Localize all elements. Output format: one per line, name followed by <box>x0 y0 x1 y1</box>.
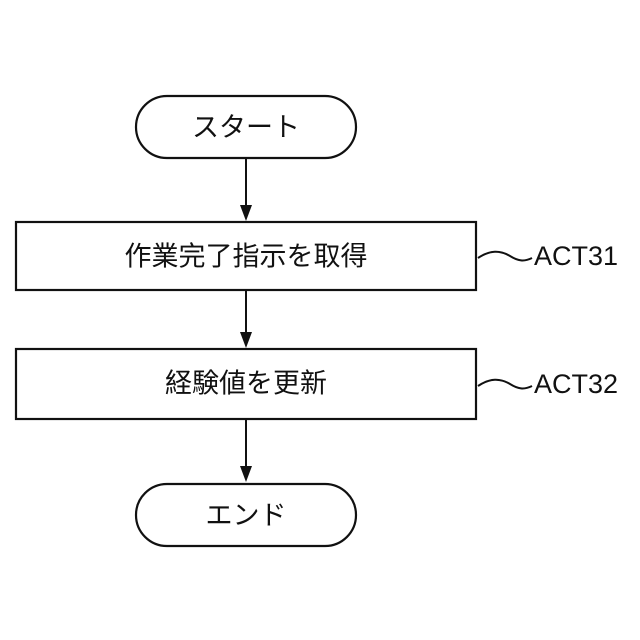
act31-leader-line <box>478 252 532 261</box>
act31-ref-label: ACT31 <box>534 241 618 271</box>
end-node: エンド <box>136 484 356 546</box>
act32-leader-line <box>478 380 532 389</box>
arrowhead <box>240 466 252 482</box>
start-label: スタート <box>192 113 300 144</box>
edge-act32-to-end <box>240 419 252 482</box>
act32-label: 経験値を更新 <box>165 369 327 400</box>
edge-act31-to-act32 <box>240 290 252 348</box>
edge-start-to-act31 <box>240 158 252 221</box>
act32-ref-label: ACT32 <box>534 369 618 399</box>
end-label: エンド <box>206 501 287 532</box>
act31-reference: ACT31 <box>478 241 618 271</box>
act32-node: 経験値を更新 <box>16 349 476 419</box>
arrowhead <box>240 205 252 221</box>
arrowhead <box>240 332 252 348</box>
act32-reference: ACT32 <box>478 369 618 399</box>
start-node: スタート <box>136 96 356 158</box>
act31-node: 作業完了指示を取得 <box>16 222 476 290</box>
act31-label: 作業完了指示を取得 <box>125 242 368 273</box>
